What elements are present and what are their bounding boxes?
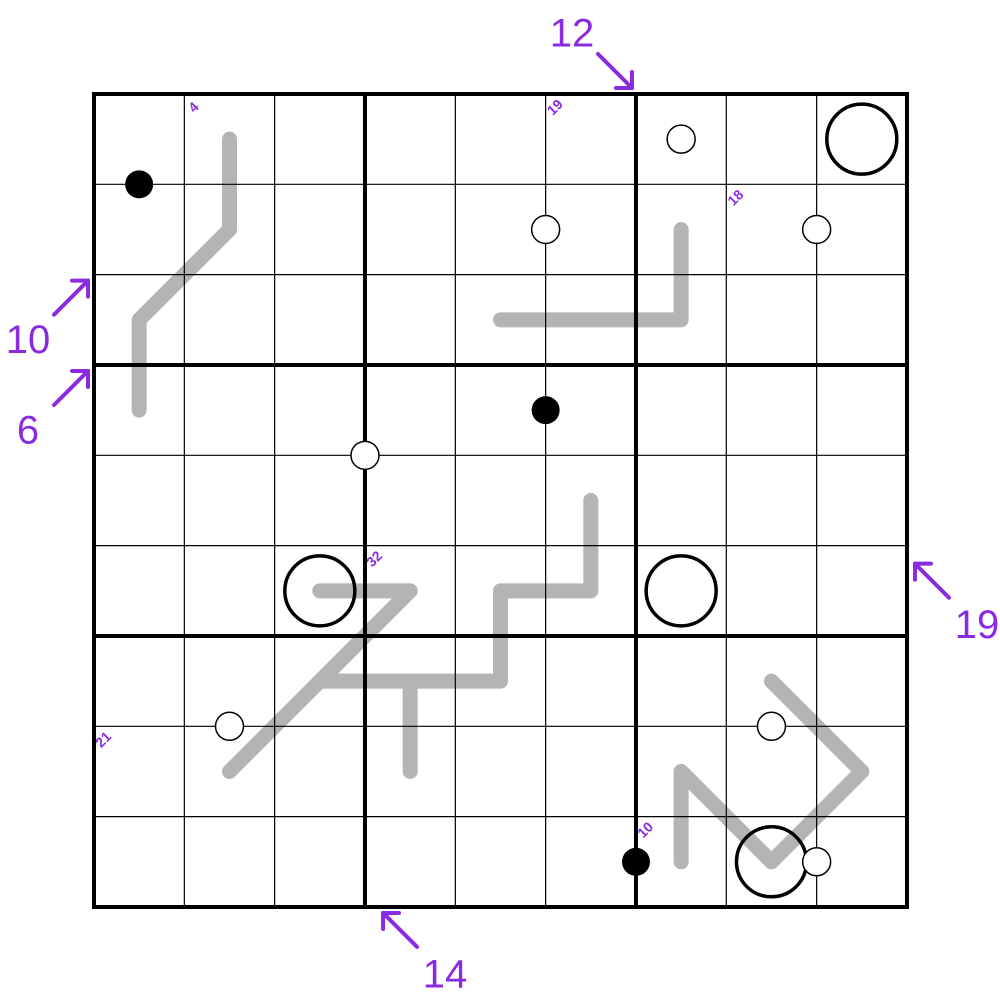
cell-r4c6[interactable] [545,364,636,456]
cell-r9c9[interactable] [816,816,907,907]
cell-r5c5[interactable] [455,455,546,546]
cell-r8c3[interactable] [274,726,365,817]
white-dot [530,214,561,245]
cell-r1c1[interactable] [94,94,185,185]
cell-r4c9[interactable] [816,364,907,456]
cell-r4c2[interactable] [184,364,275,456]
grid-lines [92,92,909,909]
clue-arrow-shaft [595,52,634,90]
cell-r4c8[interactable] [726,364,817,456]
cell-r1c4[interactable] [364,94,456,185]
white-dot [756,711,787,742]
white-dot [801,847,832,877]
cell-r7c1[interactable] [94,635,185,727]
cell-r5c8[interactable] [726,455,817,546]
white-dot [214,711,245,742]
cell-r5c2[interactable] [184,455,275,546]
large-circles [283,102,899,899]
outside-clue: 12 [550,12,634,90]
cell-r1c6[interactable] [545,94,636,185]
cell-r7c6[interactable] [545,635,636,727]
cell-r8c5[interactable] [455,726,546,817]
outside-clues: 12 10 6 19 14 [6,12,999,997]
grey-line-6 [673,673,870,870]
outside-clue-label: 10 [6,318,51,362]
cell-r2c5[interactable] [455,184,546,275]
clue-arrow-shaft [52,278,90,317]
outside-clue: 6 [17,368,90,453]
outside-clue: 14 [381,910,468,997]
cell-r8c1[interactable] [94,726,185,817]
cell-circle [825,102,899,176]
cell-r5c4[interactable] [364,455,456,546]
white-dot [666,124,696,154]
cell-r3c2[interactable] [184,274,275,365]
cell-r5c7[interactable] [635,455,727,546]
cell-r6c1[interactable] [94,545,185,636]
cell-r5c3[interactable] [274,455,365,546]
cell-r3c3[interactable] [274,274,365,365]
cell-r7c7[interactable] [635,635,727,727]
clue-arrow-shaft [912,561,951,600]
outside-clue-label: 19 [955,603,1000,647]
cell-r2c1[interactable] [94,184,185,275]
cell-r7c9[interactable] [816,635,907,727]
cell-r4c4[interactable] [364,364,456,456]
cell-r1c5[interactable] [455,94,546,185]
white-dot [350,440,380,471]
cell-r1c3[interactable] [274,94,365,185]
cell-r4c3[interactable] [274,364,365,456]
cell-r2c9[interactable] [816,184,907,275]
black-dot [531,396,560,425]
cell-r6c7[interactable] [635,545,727,636]
cell-circle [644,554,718,628]
cell-r1c8[interactable] [726,94,817,185]
outside-clue-label: 6 [17,409,39,453]
cell-r9c5[interactable] [455,816,546,907]
cell-r2c6[interactable] [545,184,636,275]
cell-r5c9[interactable] [816,455,907,546]
cell-circle [283,554,357,628]
cell-r1c9[interactable] [816,94,907,185]
cell-r9c1[interactable] [94,816,185,907]
outside-clue-label: 12 [550,12,595,56]
cell-r2c8[interactable] [726,184,817,275]
black-dot [621,847,650,876]
black-dot [125,170,154,199]
cell-r7c2[interactable] [184,635,275,727]
cell-r6c2[interactable] [184,545,275,636]
outside-clue-label: 14 [423,953,468,997]
cell-r2c3[interactable] [274,184,365,275]
outside-clue: 19 [912,561,1000,647]
cell-r9c4[interactable] [364,816,456,907]
cell-r8c8[interactable] [726,726,817,817]
outside-clue: 10 [6,278,90,362]
cell-r3c4[interactable] [364,274,456,365]
clue-arrow-shaft [381,910,420,949]
cell-r9c3[interactable] [274,816,365,907]
cell-r3c9[interactable] [816,274,907,365]
cell-r6c9[interactable] [816,545,907,636]
clue-arrow-shaft [52,368,90,407]
cell-r2c4[interactable] [364,184,456,275]
kropki-dots [125,124,832,877]
cell-r4c7[interactable] [635,364,727,456]
white-dot [801,214,832,245]
cell-r3c8[interactable] [726,274,817,365]
cell-r6c8[interactable] [726,545,817,636]
cell-r8c6[interactable] [545,726,636,817]
grey-line-4 [221,583,418,779]
cell-r4c5[interactable] [455,364,546,456]
grey-line-2 [492,221,689,328]
grid-cells [94,94,907,907]
cell-r9c6[interactable] [545,816,636,907]
cell-r9c2[interactable] [184,816,275,907]
cell-r5c1[interactable] [94,455,185,546]
